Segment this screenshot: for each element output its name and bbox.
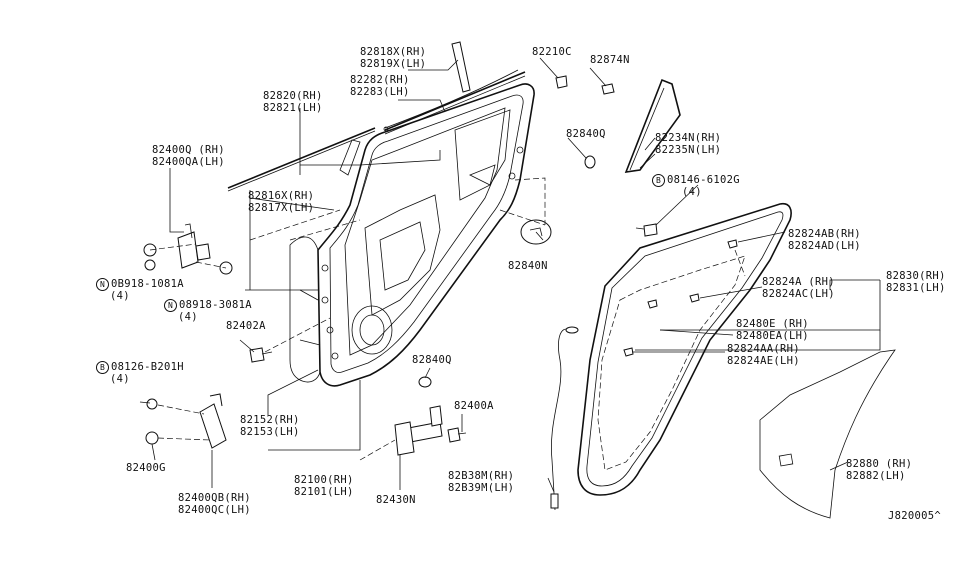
label-82880: 82880 (RH): [846, 458, 913, 470]
label-82283: 82283(LH): [350, 86, 410, 98]
label-82480e: 82480E (RH): [736, 318, 809, 330]
label-82153: 82153(LH): [240, 426, 300, 438]
label-82820: 82820(RH): [263, 90, 323, 102]
b-marker-icon: B: [652, 174, 665, 187]
label-82824ae: 82824AE(LH): [727, 355, 800, 367]
label-08146-text: 08146-6102G: [667, 174, 740, 186]
label-82821: 82821(LH): [263, 102, 323, 114]
weatherstrip-82830: [577, 202, 792, 496]
label-82831: 82831(LH): [886, 282, 946, 294]
label-82874n: 82874N: [590, 54, 630, 66]
label-82b38m: 82B38M(RH): [448, 470, 515, 482]
label-82819x: 82819X(LH): [360, 58, 427, 70]
label-82430n: 82430N: [376, 494, 416, 506]
label-82210c: 82210C: [532, 46, 572, 58]
label-08126-text: 08126-B201H: [111, 361, 184, 373]
label-82400qc: 82400QC(LH): [178, 504, 251, 516]
label-82824aa: 82824AA(RH): [727, 343, 800, 355]
label-82100: 82100(RH): [294, 474, 354, 486]
label-82402a: 82402A: [226, 320, 266, 332]
n-marker-icon: N: [96, 278, 109, 291]
label-08918-qty: (4): [178, 311, 198, 323]
label-82b39m: 82B39M(LH): [448, 482, 515, 494]
door-panel-82100: [289, 83, 535, 387]
label-82235n: 82235N(LH): [655, 144, 722, 156]
b-marker-icon: B: [96, 361, 109, 374]
label-08918-text: 08918-3081A: [179, 299, 252, 311]
label-0b918-text: 0B918-1081A: [111, 278, 184, 290]
leader-lines: [151, 57, 881, 493]
label-82400q: 82400Q (RH): [152, 144, 225, 156]
label-82152: 82152(RH): [240, 414, 300, 426]
label-82824ac: 82824AC(LH): [762, 288, 835, 300]
label-82234n: 82234N(RH): [655, 132, 722, 144]
label-82101: 82101(LH): [294, 486, 354, 498]
label-82824ad: 82824AD(LH): [788, 240, 861, 252]
label-08146-qty: (4): [682, 186, 702, 198]
label-0b918-qty: (4): [110, 290, 130, 302]
label-82480ea: 82480EA(LH): [736, 330, 809, 342]
label-82840n: 82840N: [508, 260, 548, 272]
label-82400qb: 82400QB(RH): [178, 492, 251, 504]
label-82400qa: 82400QA(LH): [152, 156, 225, 168]
label-82840q-mid: 82840Q: [412, 354, 452, 366]
label-82282: 82282(RH): [350, 74, 410, 86]
label-08126-qty: (4): [110, 373, 130, 385]
label-82400a: 82400A: [454, 400, 494, 412]
n-marker-icon: N: [164, 299, 177, 312]
belt-moulding-outer: [384, 71, 526, 131]
label-82824a: 82824A (RH): [762, 276, 835, 288]
label-82817x: 82817X(LH): [248, 202, 315, 214]
label-82824ab: 82824AB(RH): [788, 228, 861, 240]
label-82830: 82830(RH): [886, 270, 946, 282]
label-82400g: 82400G: [126, 462, 166, 474]
label-82816x: 82816X(RH): [248, 190, 315, 202]
label-82818x: 82818X(RH): [360, 46, 427, 58]
diagram-code: J820005^: [888, 510, 941, 522]
label-82882: 82882(LH): [846, 470, 906, 482]
label-82840q-top: 82840Q: [566, 128, 606, 140]
